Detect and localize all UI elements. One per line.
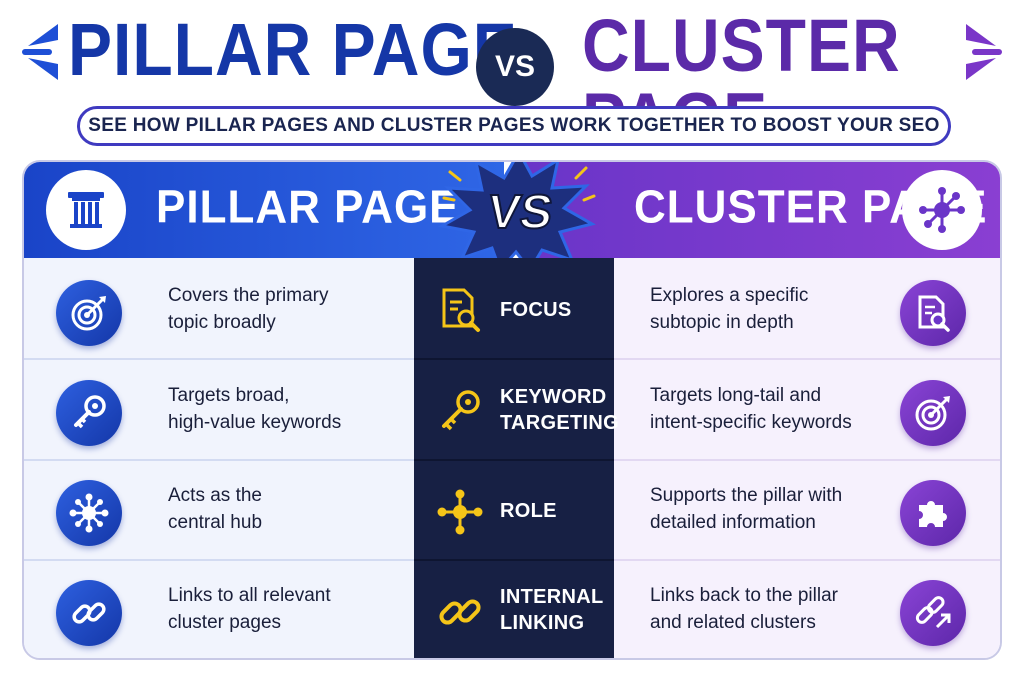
document-search-icon [900, 280, 966, 346]
row-divider [414, 559, 614, 561]
network-nodes-icon [902, 170, 982, 250]
vs-badge: VS [476, 28, 554, 106]
pillar-page-title: PILLAR PAGE [68, 7, 518, 91]
left-accent-chevrons-icon [22, 24, 58, 80]
subtitle-banner: SEE HOW PILLAR PAGES AND CLUSTER PAGES W… [77, 106, 951, 146]
row-divider [414, 459, 614, 461]
link-arrow-icon [900, 580, 966, 646]
cluster-header: CLUSTER PAGE [524, 162, 1000, 258]
row-divider [24, 358, 414, 360]
vs-burst-label: VS [484, 185, 556, 239]
key-icon [442, 390, 480, 431]
hub-icon [437, 489, 483, 535]
document-search-icon [442, 288, 480, 332]
link-icon [56, 580, 122, 646]
comparison-card: PILLAR PAGE CLUSTER PAGE VS [22, 160, 1002, 660]
pillar-column-icon [46, 170, 126, 250]
pillar-header: PILLAR PAGE [24, 162, 504, 258]
row-divider [24, 459, 414, 461]
comparison-row-keyword-targeting: Targets broad,high-value keywords KEYWOR… [24, 362, 1000, 462]
row-divider [24, 559, 414, 561]
right-accent-chevrons-icon [966, 24, 1002, 80]
target-icon [900, 380, 966, 446]
row-divider [614, 459, 1000, 461]
criterion-focus-label: FOCUS [500, 299, 572, 321]
row-divider [614, 559, 1000, 561]
pillar-heading: PILLAR PAGE [156, 181, 460, 234]
target-icon [56, 280, 122, 346]
title-row: PILLAR PAGE VS CLUSTER PAGE [0, 0, 1024, 156]
row-divider [614, 358, 1000, 360]
pillar-keyword-text: Targets broad,high-value keywords [168, 385, 342, 433]
key-icon [56, 380, 122, 446]
hub-icon [56, 480, 122, 546]
criterion-role-label: ROLE [500, 500, 557, 522]
link-icon [439, 599, 481, 625]
vs-burst: VS [437, 162, 596, 272]
row-divider [414, 358, 614, 360]
puzzle-icon [900, 480, 966, 546]
